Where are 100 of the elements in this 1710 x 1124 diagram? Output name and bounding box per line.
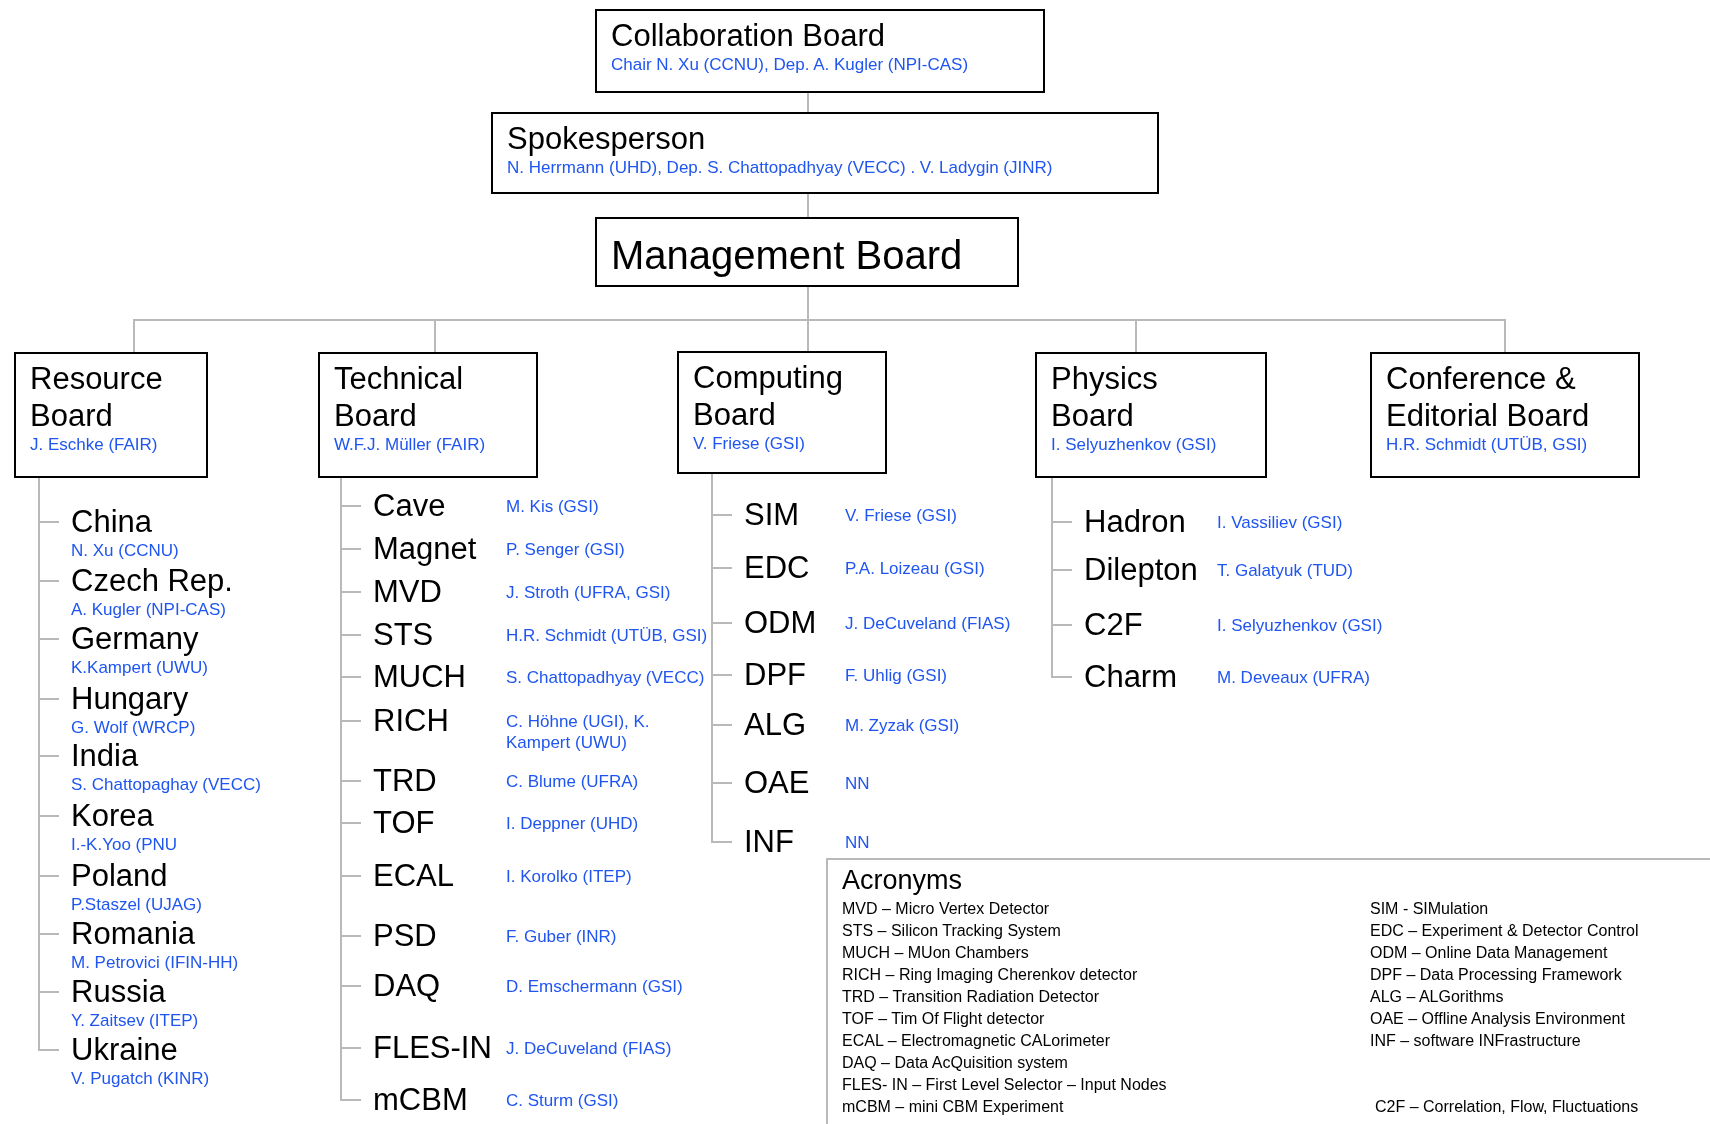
acronym-definition: C2F – Correlation, Flow, Fluctuations <box>1375 1097 1639 1117</box>
chair-names: V. Friese (GSI) <box>693 433 806 455</box>
board-title: Collaboration Board <box>611 17 886 55</box>
unit-name: TRD <box>373 763 437 799</box>
leader-names: S. Chattopadhyay (VECC) <box>506 667 705 688</box>
acronym-definition: ODM – Online Data Management <box>1370 943 1608 963</box>
unit-name: Poland <box>71 858 168 894</box>
acronym-definition: STS – Silicon Tracking System <box>842 921 1061 941</box>
leader-names: V. Friese (GSI) <box>845 505 957 526</box>
leader-names: I. Selyuzhenkov (GSI) <box>1217 615 1383 636</box>
board-title: Conference & Editorial Board <box>1386 360 1591 435</box>
acronym-definition: mCBM – mini CBM Experiment <box>842 1097 1064 1117</box>
acronym-definition: SIM - SIMulation <box>1370 899 1489 919</box>
acronym-definition: MUCH – MUon Chambers <box>842 943 1029 963</box>
leader-names: A. Kugler (NPI-CAS) <box>71 599 226 620</box>
chair-names: N. Herrmann (UHD), Dep. S. Chattopadhyay (VECC) . V. Ladygin (JINR) <box>507 157 1054 179</box>
leader-names: I. Vassiliev (GSI) <box>1217 512 1343 533</box>
board-box <box>677 351 887 474</box>
unit-name: RICH <box>373 703 449 739</box>
acronyms-panel <box>826 858 1710 1124</box>
acronym-definition: RICH – Ring Imaging Cherenkov detector <box>842 965 1138 985</box>
chair-names: H.R. Schmidt (UTÜB, GSI) <box>1386 434 1589 456</box>
unit-name: DAQ <box>373 968 441 1004</box>
leader-names: P. Senger (GSI) <box>506 539 625 560</box>
leader-names: J. DeCuveland (FIAS) <box>506 1038 672 1059</box>
leader-names: H.R. Schmidt (UTÜB, GSI) <box>506 625 708 646</box>
unit-name: SIM <box>744 497 800 533</box>
board-box <box>595 9 1045 93</box>
unit-name: Ukraine <box>71 1032 178 1068</box>
unit-name: ECAL <box>373 858 454 894</box>
unit-name: India <box>71 738 139 774</box>
panel-heading: Acronyms <box>842 864 963 896</box>
acronym-definition: ECAL – Electromagnetic CALorimeter <box>842 1031 1110 1051</box>
connector-line <box>807 193 809 218</box>
leader-names: I.-K.Yoo (PNU <box>71 834 178 855</box>
acronym-definition: DPF – Data Processing Framework <box>1370 965 1622 985</box>
chair-names: W.F.J. Müller (FAIR) <box>334 434 487 456</box>
acronym-definition: INF – software INFrastructure <box>1370 1031 1581 1051</box>
acronym-definition: TRD – Transition Radiation Detector <box>842 987 1099 1007</box>
leader-names: S. Chattopaghay (VECC) <box>71 774 261 795</box>
unit-name: EDC <box>744 550 810 586</box>
unit-name: C2F <box>1084 607 1143 643</box>
board-box <box>14 352 208 478</box>
unit-name: MVD <box>373 574 442 610</box>
leader-names: F. Guber (INR) <box>506 926 617 947</box>
unit-name: INF <box>744 824 794 860</box>
leader-names: C. Blume (UFRA) <box>506 771 639 792</box>
acronym-definition: EDC – Experiment & Detector Control <box>1370 921 1639 941</box>
chair-names: I. Selyuzhenkov (GSI) <box>1051 434 1218 456</box>
leader-names: N. Xu (CCNU) <box>71 540 179 561</box>
unit-name: Korea <box>71 798 154 834</box>
unit-name: ODM <box>744 605 817 641</box>
unit-name: Czech Rep. <box>71 563 233 599</box>
board-box <box>1035 352 1267 478</box>
unit-name: TOF <box>373 805 435 841</box>
unit-name: China <box>71 504 152 540</box>
leader-names: F. Uhlig (GSI) <box>845 665 948 686</box>
leader-names: NN <box>845 832 870 853</box>
board-title: Management Board <box>611 232 964 279</box>
leader-names: J. DeCuveland (FIAS) <box>845 613 1011 634</box>
leader-names: M. Kis (GSI) <box>506 496 599 517</box>
leader-names: K.Kampert (UWU) <box>71 657 208 678</box>
unit-name: Russia <box>71 974 166 1010</box>
unit-name: Cave <box>373 488 446 524</box>
unit-name: OAE <box>744 765 810 801</box>
unit-name: Charm <box>1084 659 1177 695</box>
board-box <box>318 352 538 478</box>
unit-name: PSD <box>373 918 437 954</box>
board-title: Physics Board <box>1051 360 1159 435</box>
connector-line <box>807 92 809 113</box>
unit-name: mCBM <box>373 1082 468 1118</box>
leader-names: P.A. Loizeau (GSI) <box>845 558 985 579</box>
unit-name: Romania <box>71 916 196 952</box>
leader-names: J. Stroth (UFRA, GSI) <box>506 582 671 603</box>
unit-name: FLES-IN <box>373 1030 492 1066</box>
unit-name: STS <box>373 617 434 653</box>
leader-names: P.Staszel (UJAG) <box>71 894 202 915</box>
unit-name: Hungary <box>71 681 189 717</box>
leader-names: Y. Zaitsev (ITEP) <box>71 1010 199 1031</box>
board-title: Resource Board <box>30 360 164 435</box>
leader-names: C. Sturm (GSI) <box>506 1090 619 1111</box>
unit-name: Germany <box>71 621 199 657</box>
unit-name: Magnet <box>373 531 477 567</box>
leader-names: C. Höhne (UGI), K. Kampert (UWU) <box>506 711 651 753</box>
board-box <box>1370 352 1640 478</box>
leader-names: G. Wolf (WRCP) <box>71 717 196 738</box>
unit-name: Hadron <box>1084 504 1186 540</box>
board-title: Technical Board <box>334 360 465 435</box>
unit-name: Dilepton <box>1084 552 1198 588</box>
board-title: Computing Board <box>693 359 844 434</box>
chair-names: Chair N. Xu (CCNU), Dep. A. Kugler (NPI-CAS) <box>611 54 970 76</box>
leader-names: NN <box>845 773 870 794</box>
leader-names: I. Korolko (ITEP) <box>506 866 632 887</box>
leader-names: T. Galatyuk (TUD) <box>1217 560 1354 581</box>
board-box <box>491 112 1159 194</box>
acronym-definition: DAQ – Data AcQuisition system <box>842 1053 1068 1073</box>
board-box <box>595 217 1019 287</box>
unit-name: MUCH <box>373 659 466 695</box>
leader-names: M. Petrovici (IFIN-HH) <box>71 952 239 973</box>
leader-names: M. Zyzak (GSI) <box>845 715 960 736</box>
